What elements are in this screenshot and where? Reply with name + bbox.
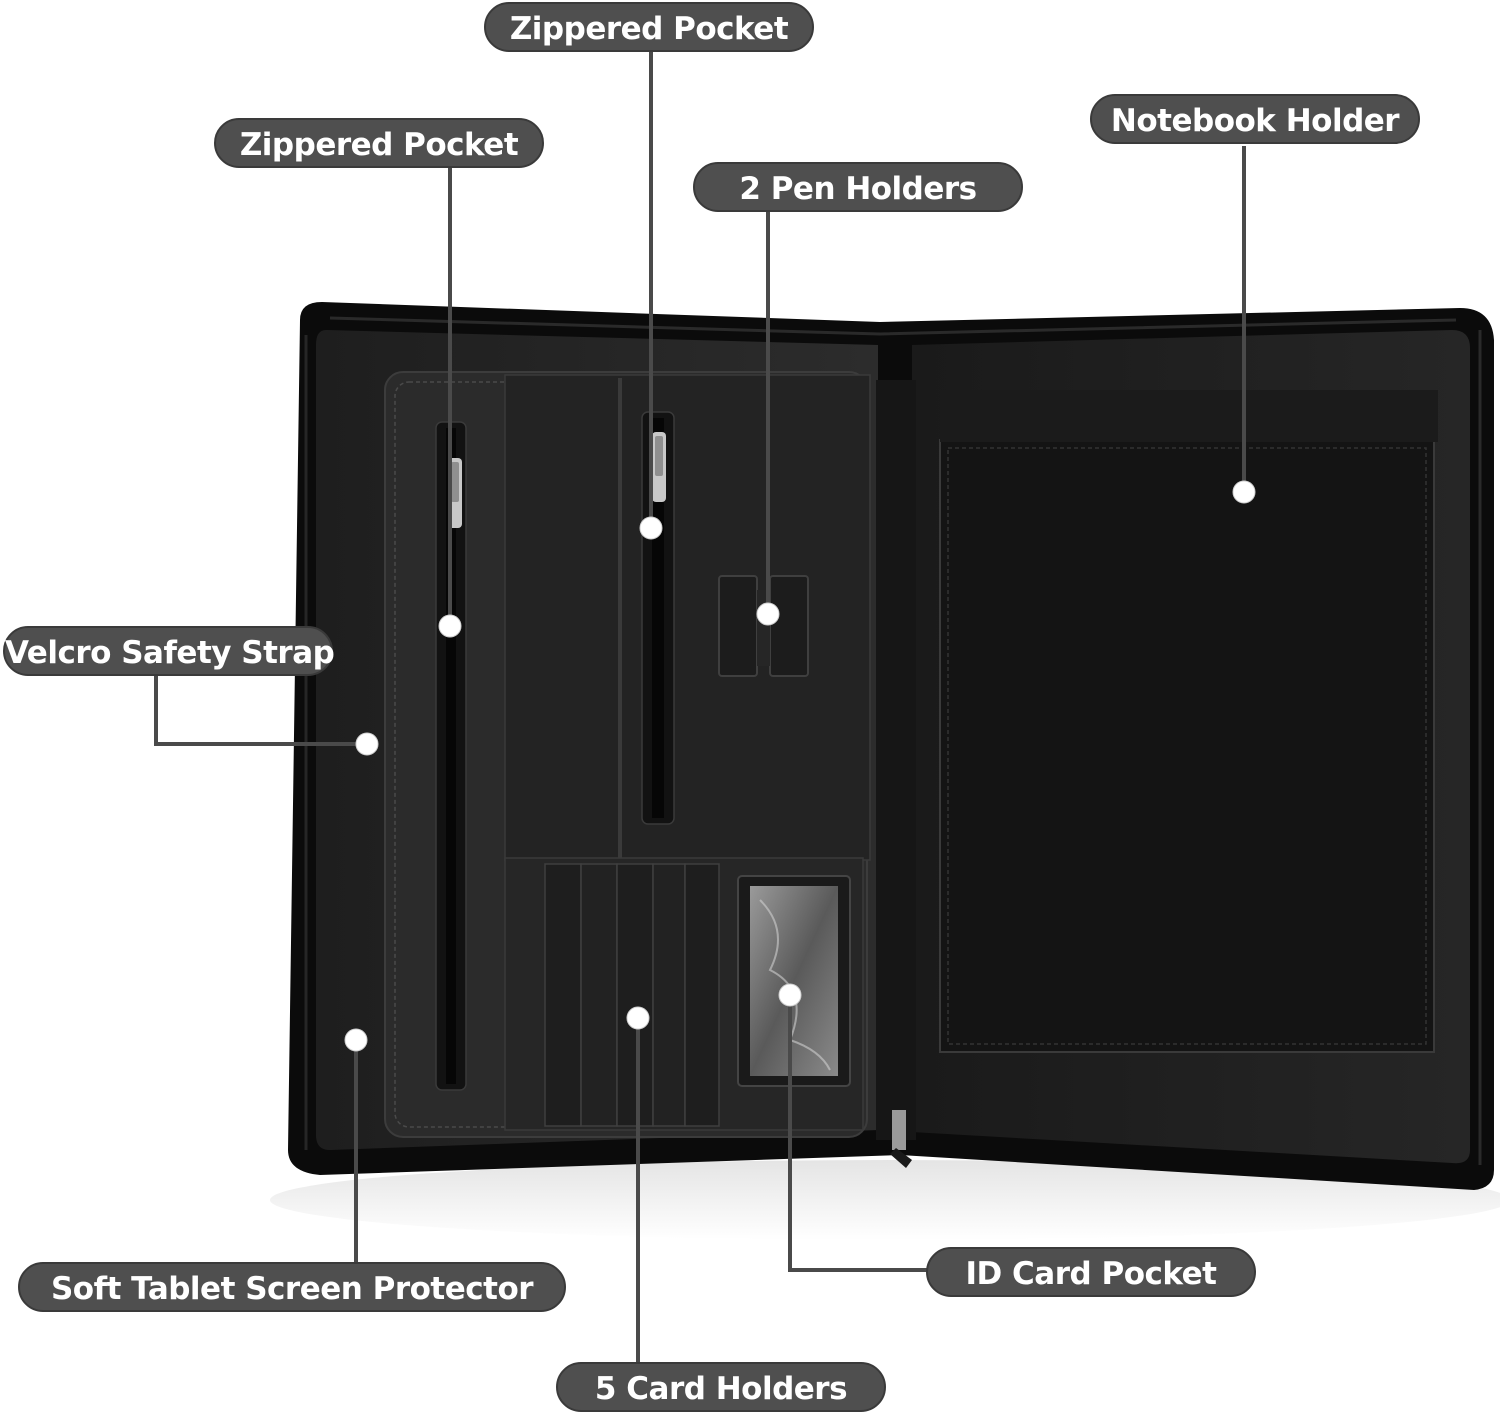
dot-id <box>778 983 802 1007</box>
dot-zippered-left <box>438 614 462 638</box>
callout-card-holders: 5 Card Holders <box>556 1362 886 1412</box>
dot-pen <box>756 602 780 626</box>
marker-dots <box>344 480 1256 1052</box>
callout-soft-tablet-protector: Soft Tablet Screen Protector <box>18 1262 566 1312</box>
dot-notebook <box>1232 480 1256 504</box>
leader-lines <box>154 52 1246 1362</box>
callout-notebook-holder: Notebook Holder <box>1090 94 1420 144</box>
card-slots <box>544 863 720 1127</box>
callout-zippered-pocket-top: Zippered Pocket <box>484 2 814 52</box>
callout-zippered-pocket-left: Zippered Pocket <box>214 118 544 168</box>
dot-cards <box>626 1006 650 1030</box>
dot-velcro <box>355 732 379 756</box>
id-card-window <box>737 875 851 1087</box>
dot-tablet <box>344 1028 368 1052</box>
callout-velcro-strap: Velcro Safety Strap <box>3 626 335 676</box>
callout-id-card-pocket: ID Card Pocket <box>926 1247 1256 1297</box>
leader-velcro <box>154 676 367 746</box>
dot-zippered-top <box>639 516 663 540</box>
middle-zipper <box>641 411 675 825</box>
notebook-holder <box>939 390 1438 1053</box>
leader-id <box>788 995 927 1272</box>
floor-shadow <box>270 1160 1500 1240</box>
callout-pen-holders: 2 Pen Holders <box>693 162 1023 212</box>
pen-holder-loops <box>718 575 809 677</box>
left-zipper <box>435 421 467 1091</box>
